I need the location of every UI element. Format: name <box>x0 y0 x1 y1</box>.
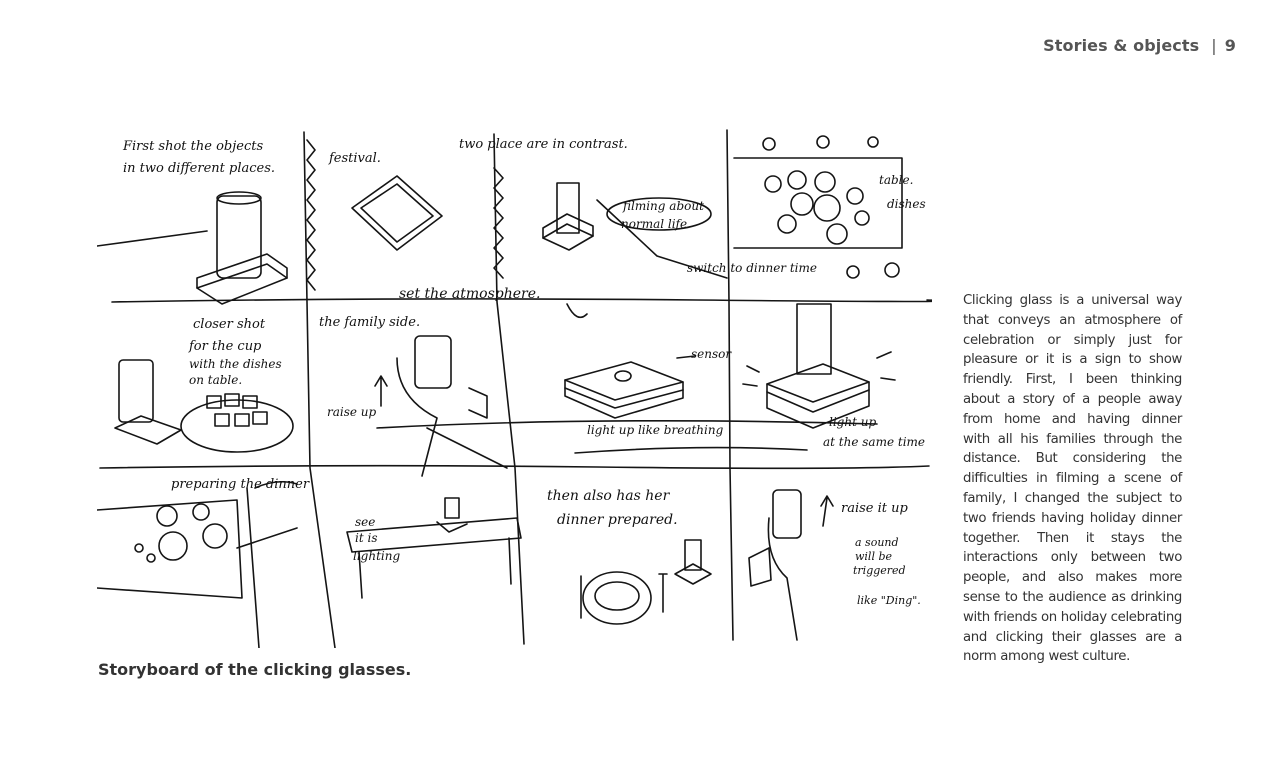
panel-12-line-3: will be <box>855 550 893 563</box>
panel-5-line-3: with the dishes <box>189 357 282 371</box>
grid-line-v1 <box>303 131 336 648</box>
page-header: Stories & objects | 9 <box>1043 36 1236 55</box>
panel-9-line-1: preparing the dinner <box>171 477 310 492</box>
panel-10-line-3: lighting <box>353 549 400 563</box>
panel-11-line-2: dinner prepared. <box>557 512 678 528</box>
panel-4-line-1: table. <box>879 173 913 187</box>
panel-4-line-2: dishes <box>887 197 926 211</box>
panel-2-line-2: set the atmosphere. <box>399 286 540 302</box>
panel-6-line-1: the family side. <box>319 315 420 330</box>
panel-7-line-1: sensor <box>691 347 732 361</box>
panel-3-line-4: switch to dinner time <box>687 261 817 275</box>
grid-line-v3 <box>726 129 734 641</box>
panel-8-line-2: at the same time <box>823 435 925 449</box>
panel-8-line-1: light up <box>829 415 876 429</box>
panel-5-line-2: for the cup <box>188 339 262 354</box>
panel-10-line-2: it is <box>355 531 377 545</box>
grid-line-v2 <box>493 133 525 645</box>
panel-12-line-4: triggered <box>853 564 906 577</box>
panel-5-line-1: closer shot <box>193 317 266 332</box>
panel-11-line-1: then also has her <box>547 488 671 504</box>
header-divider: | <box>1211 36 1217 55</box>
panel-2-line-1: festival. <box>328 151 381 166</box>
panel-1-line-2: in two different places. <box>123 161 275 176</box>
panel-7-line-2: light up like breathing <box>587 423 724 437</box>
panel-1-line-1: First shot the objects <box>122 139 263 154</box>
panel-5-line-4: on table. <box>189 373 242 387</box>
panel-3-line-3: normal life <box>621 217 687 231</box>
body-paragraph: Clicking glass is a universal way that c… <box>963 293 1182 665</box>
panel-12-line-2: a sound <box>855 536 899 549</box>
figure-caption: Storyboard of the clicking glasses. <box>98 660 412 679</box>
section-title: Stories & objects <box>1043 36 1200 55</box>
grid-line-h2 <box>99 464 930 470</box>
grid-line-h1 <box>111 298 932 303</box>
panel-12-line-1: raise it up <box>841 501 909 516</box>
panel-3-line-1: two place are in contrast. <box>459 137 628 152</box>
storyboard-sketch: First shot the objects in two different … <box>97 128 932 648</box>
panel-6-line-2: raise up <box>327 405 377 419</box>
storyboard-drawing: First shot the objects in two different … <box>97 129 932 648</box>
panel-10-line-1: see <box>355 515 375 529</box>
panel-3-line-2: filming about <box>622 199 704 213</box>
page-number: 9 <box>1224 36 1236 55</box>
panel-12-line-5: like "Ding". <box>857 594 921 607</box>
